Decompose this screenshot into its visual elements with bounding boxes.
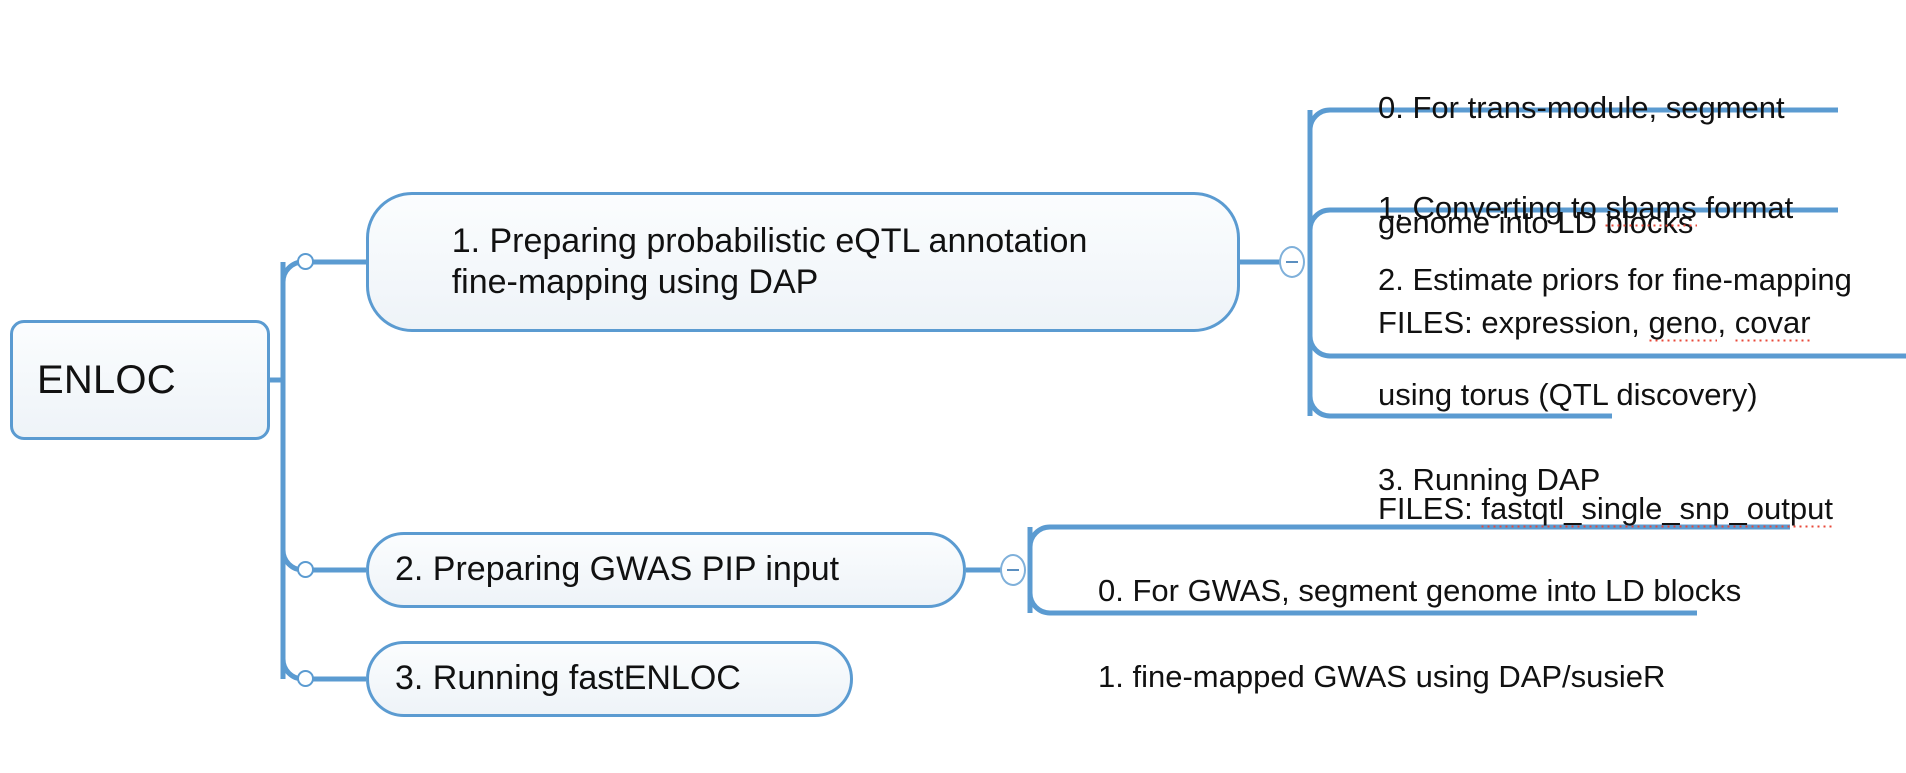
leaf-2-1-line-1: 1. fine-mapped GWAS using DAP/susieR: [1098, 659, 1666, 695]
branch-2-collapse-toggle-icon[interactable]: [1000, 554, 1026, 586]
leaf-1-1-misspelled-geno: geno: [1648, 304, 1718, 343]
leaf-1-1-line-1-post: format: [1696, 190, 1794, 226]
leaf-1-1-line-1: 1. Converting to sbams format: [1378, 189, 1898, 229]
leaf-1-2-line-3-pre: FILES:: [1378, 491, 1482, 526]
leaf-1-0-line-1: 0. For trans-module, segment: [1378, 90, 1785, 126]
leaf-1-2-line-1: 2. Estimate priors for fine-mapping: [1378, 262, 1852, 298]
b1-to-leaf-1: [1307, 207, 1370, 231]
b1-to-leaf-2: [1307, 335, 1370, 359]
leaf-1-1-line-1-pre: 1. Converting to: [1378, 190, 1606, 226]
leaf-node-1-0[interactable]: 0. For trans-module, segment genome into…: [1378, 13, 1898, 318]
branch-1-collapse-toggle-icon[interactable]: [1279, 246, 1305, 278]
branch-node-3[interactable]: 3. Running fastENLOC: [366, 641, 853, 717]
b2-to-leaf-0: [1027, 524, 1090, 548]
branch-node-2[interactable]: 2. Preparing GWAS PIP input: [366, 532, 966, 608]
b1-to-leaf-0: [1307, 107, 1370, 131]
branch-2-bullet[interactable]: [297, 561, 314, 578]
b2-to-leaf-1: [1027, 592, 1090, 616]
leaf-1-1-line-2-mid: ,: [1717, 304, 1735, 340]
branch-node-3-label: 3. Running fastENLOC: [395, 659, 741, 698]
trunk-to-branch-3: [280, 658, 366, 682]
leaf-1-1-line-2: FILES: expression, geno, covar: [1378, 304, 1898, 343]
leaf-1-3-line-1: 3. Running DAP: [1378, 462, 1601, 498]
leaf-1-2-line-3: FILES: fastqtl_single_snp_output: [1378, 490, 1906, 529]
leaf-1-2-misspelled-fastqtl: fastqtl_single_snp_output: [1481, 491, 1833, 529]
leaf-node-2-0[interactable]: 0. For GWAS, segment genome into LD bloc…: [1098, 496, 1818, 687]
branch-node-1-label-line-2: fine-mapping using DAP: [451, 263, 819, 301]
root-node[interactable]: ENLOC: [10, 320, 270, 440]
leaf-node-2-1[interactable]: 1. fine-mapped GWAS using DAP/susieR: [1098, 582, 1818, 773]
leaf-1-1-line-2-pre: FILES: expression,: [1378, 304, 1649, 340]
branch-node-2-label: 2. Preparing GWAS PIP input: [395, 550, 840, 589]
leaf-1-2-line-2: using torus (QTL discovery): [1378, 376, 1758, 412]
root-node-label: ENLOC: [37, 357, 176, 402]
branch-3-bullet[interactable]: [297, 670, 314, 687]
leaf-node-1-1[interactable]: 1. Converting to sbams format FILES: exp…: [1378, 113, 1898, 418]
leaf-1-1-misspelled-covar: covar: [1734, 304, 1811, 343]
mindmap-canvas: ENLOC 1. Preparing probabilistic eQTL an…: [10, 13, 1906, 717]
b1-to-leaf-3: [1307, 395, 1370, 419]
branch-node-1[interactable]: 1. Preparing probabilistic eQTL annotati…: [366, 192, 1240, 332]
branch-1-bullet[interactable]: [297, 253, 314, 270]
leaf-node-1-2[interactable]: 2. Estimate priors for fine-mapping usin…: [1378, 185, 1906, 604]
trunk-to-branch-1: [280, 259, 366, 283]
trunk-to-branch-2: [280, 549, 366, 573]
branch-node-1-label-line-1: 1. Preparing probabilistic eQTL annotati…: [451, 221, 1088, 260]
leaf-1-1-misspelled-sbams: sbams: [1605, 190, 1697, 229]
leaf-2-0-line-1: 0. For GWAS, segment genome into LD bloc…: [1098, 573, 1742, 609]
leaf-node-1-3[interactable]: 3. Running DAP: [1378, 385, 1678, 576]
